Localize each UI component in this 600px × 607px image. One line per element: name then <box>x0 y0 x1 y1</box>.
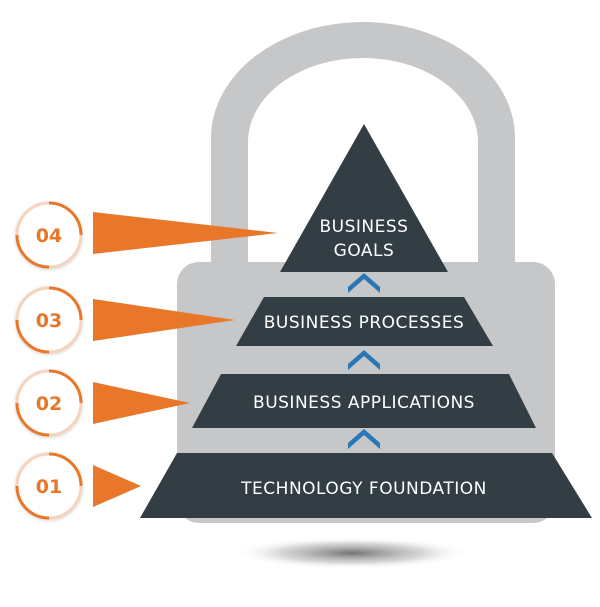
tier-1-technology-foundation <box>140 453 592 518</box>
tier-2-business-applications <box>192 374 536 428</box>
badge-02-number: 02 <box>36 393 62 415</box>
tier-3-label: BUSINESS PROCESSES <box>264 313 465 333</box>
tier-1-label: TECHNOLOGY FOUNDATION <box>240 479 487 499</box>
chevron-up-icon <box>348 429 380 449</box>
badge-03-number: 03 <box>36 310 62 332</box>
pointer-04 <box>93 212 278 254</box>
ground-shadow <box>234 537 470 569</box>
tier-4-label-line-1: BUSINESS <box>320 217 409 237</box>
tier-4-label-line-2: GOALS <box>334 241 395 261</box>
pointer-03 <box>93 299 235 341</box>
badge-01-number: 01 <box>36 476 62 498</box>
pointer-01 <box>93 465 141 507</box>
badge-04 <box>15 201 83 269</box>
badge-02 <box>15 369 83 437</box>
badge-03 <box>15 286 83 354</box>
tier-4-business-goals <box>280 124 448 272</box>
tier-3-business-processes <box>236 297 493 346</box>
chevron-up-icon <box>348 273 380 293</box>
pointer-02 <box>93 382 190 424</box>
badge-04-number: 04 <box>36 225 62 247</box>
badge-01 <box>15 452 83 520</box>
chevron-up-icon <box>348 350 380 370</box>
padlock-shackle <box>211 22 515 270</box>
tier-2-label: BUSINESS APPLICATIONS <box>253 393 475 413</box>
